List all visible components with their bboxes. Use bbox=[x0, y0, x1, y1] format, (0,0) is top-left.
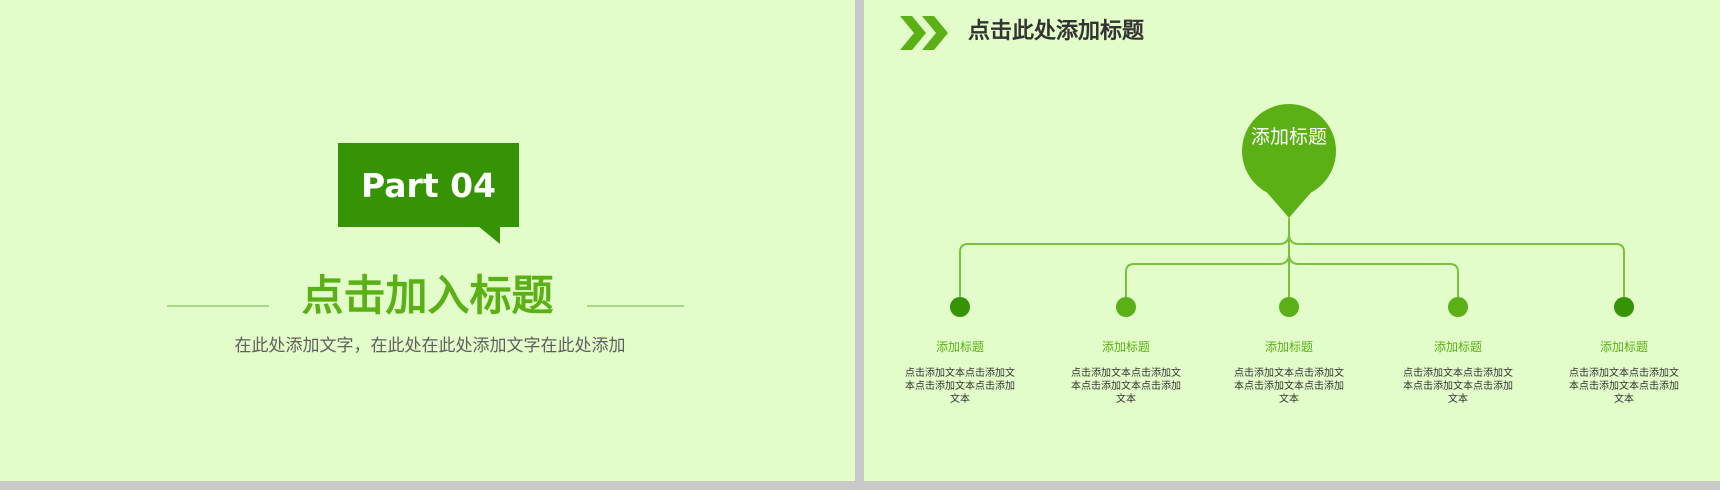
slide-header-title: 点击此处添加标题 bbox=[968, 19, 1145, 44]
tree-diagram-slide: 点击此处添加标题 添加标题 添加标题 点击添加文本点击添加文本点击添加文本点击添… bbox=[864, 0, 1720, 481]
node-title-1: 添加标题 bbox=[935, 340, 984, 354]
node-title-4: 添加标题 bbox=[1433, 340, 1482, 354]
tree-connector-lines bbox=[950, 104, 1634, 317]
node-title-5: 添加标题 bbox=[1599, 340, 1648, 354]
map-pin-icon bbox=[1242, 104, 1336, 218]
node-dot-4 bbox=[1448, 297, 1468, 317]
node-text-2: 点击添加文本点击添加文本点击添加文本点击添加文本 bbox=[1071, 368, 1181, 405]
double-chevron-right-icon bbox=[900, 16, 948, 50]
node-dot-1 bbox=[950, 297, 970, 317]
node-dot-5 bbox=[1614, 297, 1634, 317]
section-subtitle: 在此处添加文字，在此处在此处添加文字在此处添加 bbox=[234, 336, 626, 356]
part-label-box: Part 04 bbox=[338, 143, 519, 227]
node-text-5: 点击添加文本点击添加文本点击添加文本点击添加文本 bbox=[1569, 368, 1679, 405]
node-title-3: 添加标题 bbox=[1264, 340, 1313, 354]
node-dot-2 bbox=[1116, 297, 1136, 317]
node-text-3: 点击添加文本点击添加文本点击添加文本点击添加文本 bbox=[1234, 368, 1344, 405]
speech-bubble-tail bbox=[478, 226, 500, 244]
section-title-slide: Part 04 点击加入标题 在此处添加文字，在此处在此处添加文字在此处添加 bbox=[0, 0, 855, 481]
pin-label: 添加标题 bbox=[1250, 126, 1327, 148]
section-title: 点击加入标题 bbox=[301, 271, 554, 320]
node-text-1: 点击添加文本点击添加文本点击添加文本点击添加文本 bbox=[905, 368, 1015, 405]
title-rule-right bbox=[587, 305, 684, 307]
part-label: Part 04 bbox=[360, 165, 497, 205]
node-title-2: 添加标题 bbox=[1101, 340, 1150, 354]
title-rule-left bbox=[167, 305, 269, 307]
node-text-4: 点击添加文本点击添加文本点击添加文本点击添加文本 bbox=[1403, 368, 1513, 405]
node-dot-3 bbox=[1279, 297, 1299, 317]
